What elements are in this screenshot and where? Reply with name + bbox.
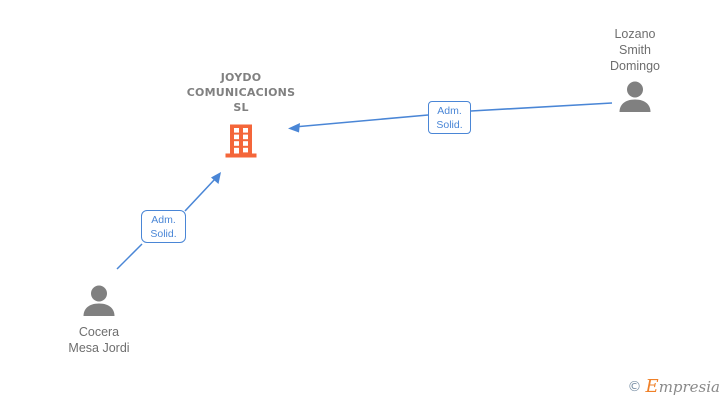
person-name-label: Lozano Smith Domingo bbox=[609, 27, 661, 73]
brand-initial: E bbox=[645, 376, 659, 397]
edge-segment-lower bbox=[116, 243, 143, 270]
person-icon[interactable] bbox=[79, 284, 119, 318]
office-building-icon[interactable] bbox=[223, 123, 259, 159]
brand-name: Empresia bbox=[646, 378, 720, 396]
relation-label-cocera[interactable]: Adm. Solid. bbox=[141, 210, 186, 243]
person-name-label: Cocera Mesa Jordi bbox=[68, 325, 130, 355]
relation-label-lozano[interactable]: Adm. Solid. bbox=[428, 101, 471, 134]
copyright-icon: © bbox=[627, 379, 642, 395]
edge-segment-upper bbox=[184, 178, 216, 212]
person-node-cocera-mesa-jordi[interactable]: Cocera Mesa Jordi bbox=[26, 284, 172, 356]
company-name-label: JOYDO COMUNICACIONS SL bbox=[186, 71, 296, 114]
arrowhead-upright bbox=[211, 172, 221, 184]
person-node-lozano-smith-domingo[interactable]: Lozano Smith Domingo bbox=[562, 26, 708, 114]
company-node[interactable]: JOYDO COMUNICACIONS SL bbox=[158, 70, 324, 159]
brand-rest: mpresia bbox=[658, 378, 720, 396]
watermark: © Empresia bbox=[628, 378, 720, 396]
person-icon[interactable] bbox=[615, 80, 655, 114]
